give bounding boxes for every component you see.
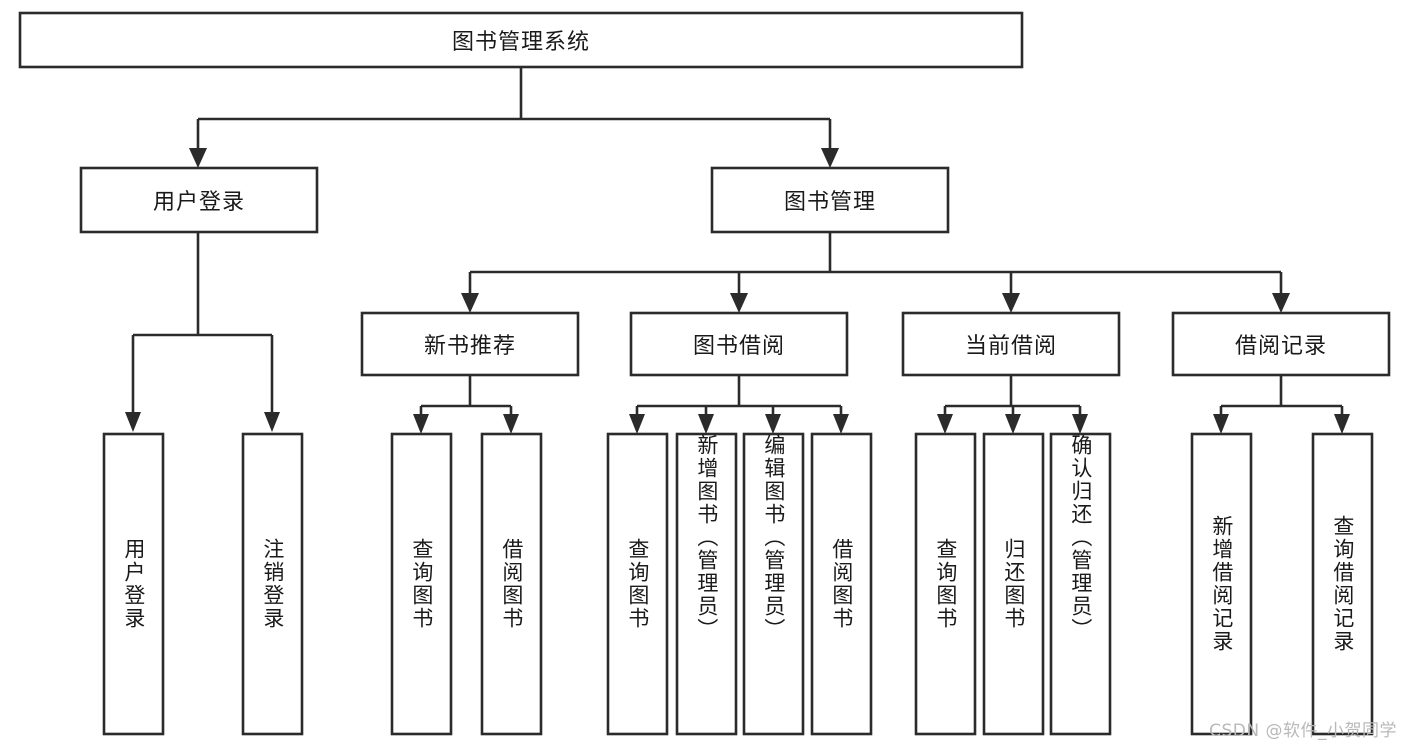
leaf-box-borrow-lend[interactable] [810,432,873,736]
node-borrow-record-box[interactable] [1171,311,1391,377]
leaf-box-current-return[interactable] [982,432,1045,736]
arrow-head-icon [730,293,748,313]
node-current-borrow-box[interactable] [901,311,1121,377]
arrow-head-icon [413,414,429,434]
leaf-box-borrow-add[interactable] [675,432,738,736]
arrow-head-icon [1213,414,1229,434]
arrow-head-icon [1005,414,1021,434]
leaf-box-borrow-edit[interactable] [742,432,805,736]
leaf-box-borrow-query[interactable] [606,432,669,736]
leaf-box-record-add[interactable] [1190,432,1253,736]
leaf-box-user-login[interactable] [102,432,165,736]
leaf-box-newbook-query[interactable] [390,432,453,736]
node-new-book-box[interactable] [360,311,580,377]
arrow-head-icon [264,412,280,432]
node-root-box[interactable] [18,11,1024,69]
arrow-head-icon [629,414,645,434]
arrow-head-icon [821,148,839,168]
node-book-management-box[interactable] [710,166,950,234]
watermark-text: CSDN @软件_小贺同学 [1209,721,1397,741]
node-user-login-box[interactable] [79,166,319,234]
arrow-head-icon [765,414,781,434]
arrow-head-icon [503,414,519,434]
arrow-head-icon [1002,293,1020,313]
arrow-head-icon [1072,414,1088,434]
arrow-head-icon [833,414,849,434]
arrow-head-icon [698,414,714,434]
arrow-head-icon [189,148,207,168]
arrow-head-icon [125,412,141,432]
leaf-box-current-query[interactable] [914,432,977,736]
arrow-head-icon [1272,293,1290,313]
leaf-box-newbook-borrow[interactable] [480,432,543,736]
arrow-head-icon [461,293,479,313]
node-book-borrow-box[interactable] [629,311,849,377]
arrow-head-icon [1334,414,1350,434]
leaf-box-logout[interactable] [241,432,304,736]
arrow-head-icon [937,414,953,434]
leaf-box-record-query[interactable] [1311,432,1374,736]
leaf-box-current-confirm[interactable] [1049,432,1112,736]
